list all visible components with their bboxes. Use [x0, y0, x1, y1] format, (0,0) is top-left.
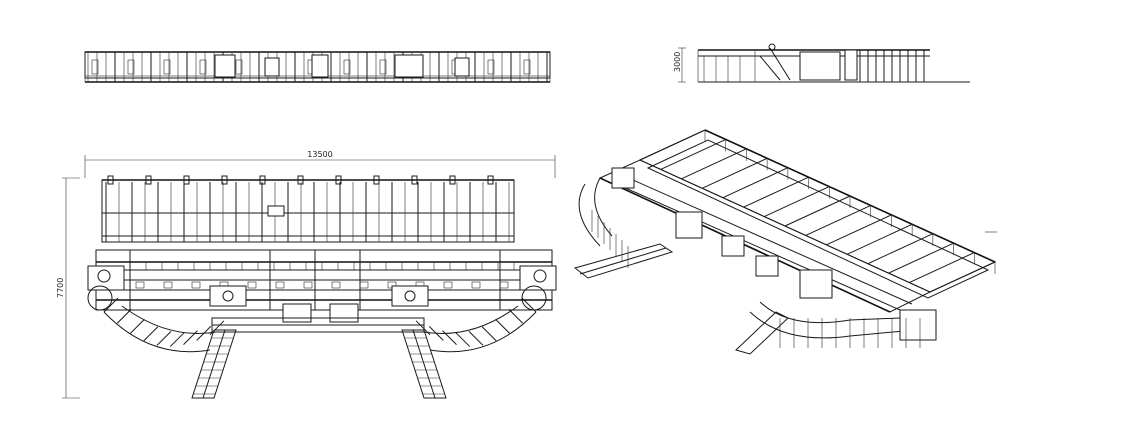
isometric-view [573, 129, 997, 355]
plan-width-label: 13500 [307, 150, 332, 159]
side-elevation-view: 3000 [673, 43, 970, 83]
plan-view: 13500 7700 [56, 150, 557, 399]
front-elevation-view [84, 51, 551, 83]
plan-depth-label: 7700 [56, 278, 65, 298]
side-height-label: 3000 [673, 52, 682, 72]
